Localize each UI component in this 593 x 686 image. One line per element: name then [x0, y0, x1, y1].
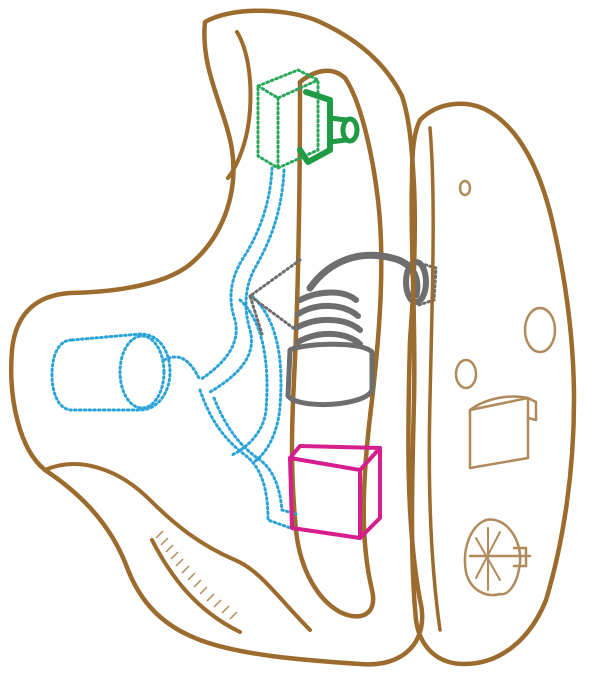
receiver-dotted-housing [258, 70, 318, 168]
battery-door-icon [470, 397, 536, 469]
receiver-icon [258, 70, 357, 168]
wire-to-battery-2 [214, 398, 296, 514]
battery-door-body [470, 398, 528, 468]
mic-coil-3 [296, 320, 360, 330]
faceplate [412, 104, 574, 664]
battery-front [290, 458, 360, 538]
wire-receiver-to-amp-1 [200, 168, 272, 380]
amplifier-end-cap [120, 336, 164, 408]
amplifier-body [52, 334, 170, 410]
faceplate-mic-port-small [456, 360, 476, 388]
mic-coil-1 [300, 293, 356, 301]
amplifier-icon [52, 334, 200, 410]
wiring-harness [200, 168, 296, 530]
ear-shell-canal-edge [45, 464, 310, 630]
volume-wheel-rim [465, 520, 500, 595]
mic-cylinder [288, 344, 372, 404]
mic-tube-upper [310, 255, 417, 295]
volume-wheel-icon [465, 520, 530, 595]
faceplate-mic-port-large [525, 308, 555, 352]
receiver-port [343, 119, 357, 141]
ear-shell-hatch [156, 531, 237, 619]
faceplate-vent-hole [460, 181, 470, 195]
faceplate-inner-lip [429, 128, 440, 630]
mic-coil-2 [298, 306, 358, 316]
